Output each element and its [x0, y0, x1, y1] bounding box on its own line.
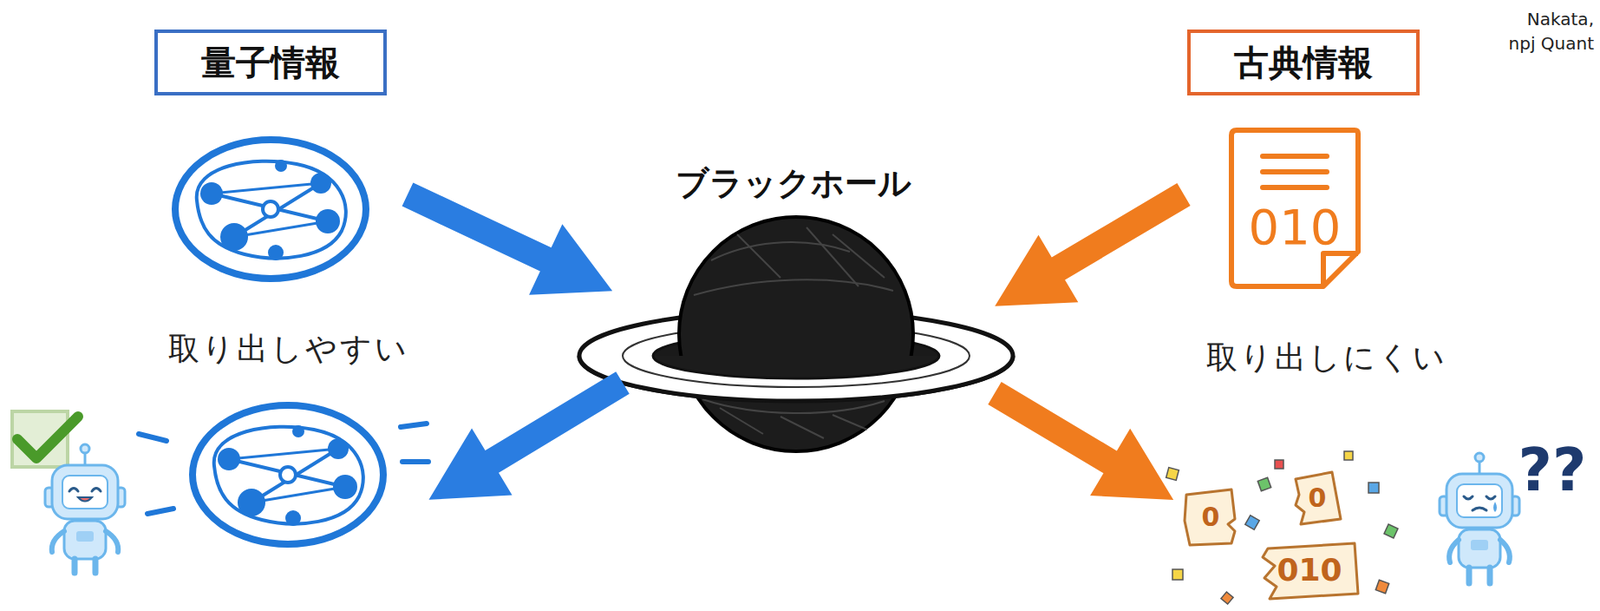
document-icon	[1231, 130, 1359, 287]
box-title: 古典情報	[1234, 41, 1373, 84]
confetti	[1166, 450, 1398, 604]
robot-panel	[1470, 539, 1489, 550]
robot-eyes	[69, 488, 101, 492]
torn-pieces	[1184, 471, 1359, 599]
speed-lines	[138, 423, 429, 514]
blue-arrows	[391, 158, 643, 533]
robot-tear	[1493, 501, 1497, 512]
ring-line	[622, 355, 970, 387]
check-mark	[17, 416, 79, 458]
robot-mouth	[78, 496, 92, 502]
quantum-network-icon	[192, 404, 384, 544]
ring-front-band	[579, 355, 1013, 401]
robot-head	[52, 464, 118, 519]
arrow-shape	[974, 160, 1204, 340]
texture-stroke	[737, 227, 885, 287]
texture-stroke	[711, 241, 850, 261]
document-line	[1262, 169, 1327, 175]
robot-body	[1458, 528, 1501, 568]
confetti-piece	[1368, 482, 1379, 493]
torn-bit: 0	[1308, 483, 1327, 514]
robot-legs	[1469, 567, 1490, 583]
classical-info-box: 古典情報	[1187, 29, 1420, 96]
robot-face	[62, 475, 108, 509]
document-line	[1262, 153, 1327, 159]
torn-bit: 0	[1201, 502, 1221, 533]
confetti-piece	[1375, 579, 1389, 593]
confetti-piece	[1274, 459, 1284, 469]
robot-antenna-ball	[80, 444, 90, 453]
robot-arms	[1449, 539, 1510, 562]
paper-piece	[1262, 542, 1359, 599]
document-line	[1262, 184, 1327, 190]
arrow-shape	[974, 359, 1194, 533]
confetti-piece	[1221, 591, 1234, 604]
arrow-shape	[408, 348, 643, 533]
black-hole-label: ブラックホール	[675, 164, 912, 203]
citation-text: npj Quant	[1508, 33, 1594, 54]
question-marks: ??	[1518, 436, 1587, 504]
confetti-piece	[1166, 467, 1180, 481]
blue-arrow-out	[408, 348, 643, 533]
document-bits: 010	[1248, 199, 1342, 255]
robot-antenna-ball	[1475, 452, 1484, 462]
robot-face	[1456, 483, 1503, 517]
ring-hole	[653, 355, 940, 379]
orange-arrow-in	[974, 160, 1204, 340]
sphere-texture	[693, 227, 894, 438]
robot-body	[64, 520, 106, 559]
speed-line	[138, 433, 167, 441]
document-fold	[1323, 253, 1359, 287]
easy-extract-label: 取り出しやすい	[168, 330, 410, 366]
happy-robot	[45, 444, 125, 573]
torn-bits: 010	[1276, 551, 1342, 588]
robot-eyes	[1463, 496, 1496, 499]
ring-front	[579, 355, 1013, 401]
speed-line	[147, 508, 174, 514]
confetti-piece	[1172, 568, 1183, 580]
confetti-piece	[1384, 523, 1398, 538]
robot-legs	[74, 558, 96, 573]
blue-arrow-in	[391, 158, 629, 327]
confetti-piece	[1257, 476, 1271, 490]
checkmark-box	[12, 411, 79, 467]
paper-piece	[1184, 489, 1235, 545]
robot-panel	[76, 530, 94, 542]
speed-line	[402, 458, 429, 464]
robot-head	[1446, 473, 1513, 528]
confetti-piece	[1344, 450, 1353, 460]
document-page	[1231, 130, 1359, 287]
robot-mouth	[1472, 507, 1487, 510]
citation-text: Nakata,	[1527, 9, 1594, 30]
orange-arrow-out	[974, 359, 1194, 533]
quantum-info-box: 量子情報	[154, 29, 387, 96]
document-lines	[1262, 156, 1327, 188]
black-hole	[579, 216, 1013, 451]
texture-stroke	[693, 279, 894, 295]
texture-stroke	[719, 407, 868, 438]
robot-arms	[52, 530, 118, 552]
hard-extract-label: 取り出しにくい	[1206, 339, 1448, 375]
paper-piece	[1295, 471, 1341, 524]
black-sphere	[679, 216, 914, 451]
orange-arrows	[974, 160, 1204, 533]
speed-line	[400, 423, 427, 427]
box-title: 量子情報	[201, 41, 340, 84]
arrow-shape	[391, 158, 629, 327]
confetti-piece	[1245, 515, 1260, 529]
sad-robot	[1439, 452, 1520, 583]
quantum-network-icon	[175, 139, 366, 279]
